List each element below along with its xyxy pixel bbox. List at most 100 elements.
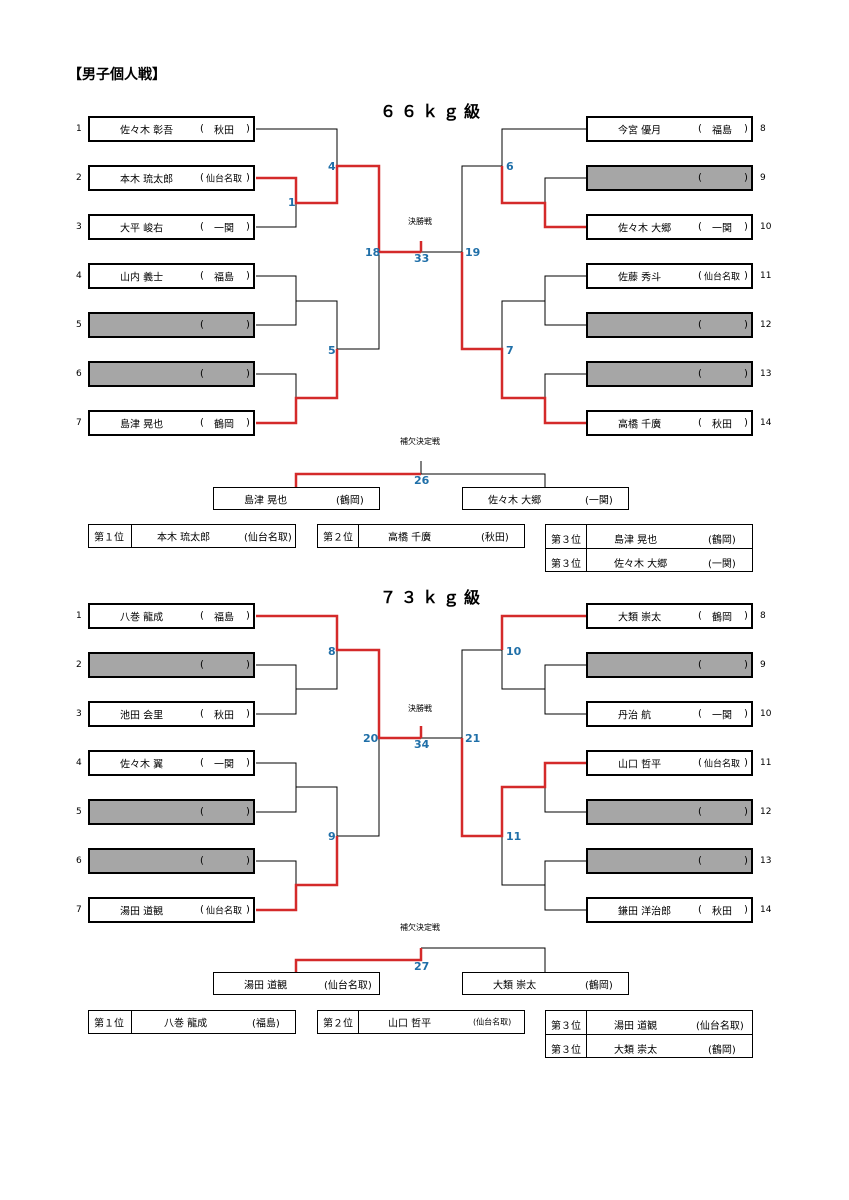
- player-name: 大平 峻右: [120, 223, 164, 235]
- player-entry: (): [586, 361, 753, 387]
- seed-number: 12: [760, 807, 772, 817]
- seed-number: 11: [760, 271, 772, 281]
- final-label: 決勝戦: [408, 704, 432, 713]
- paren-open: (: [200, 368, 204, 380]
- paren-close: ): [246, 806, 250, 818]
- result-place: 第３位: [551, 1045, 581, 1056]
- paren-open: (: [200, 610, 204, 622]
- player-pref: 仙台名取: [206, 174, 243, 185]
- paren-close: ): [246, 708, 250, 720]
- match-number: 4: [328, 160, 336, 173]
- seed-number: 13: [760, 856, 772, 866]
- paren-close: ): [246, 757, 250, 769]
- player-entry: 大平 峻右(一関): [88, 214, 255, 240]
- player-entry: (): [88, 799, 255, 825]
- result-name: 島津 晃也: [614, 535, 658, 546]
- paren-close: ): [744, 659, 748, 671]
- player-entry: 佐藤 秀斗 (仙台名取): [586, 263, 753, 289]
- seed-number: 7: [76, 905, 82, 915]
- paren-open: (: [698, 659, 702, 671]
- player-name: 池田 会里: [120, 710, 164, 722]
- player-entry: (): [586, 799, 753, 825]
- paren-open: (: [698, 221, 702, 233]
- player-pref: 秋田: [712, 419, 732, 431]
- paren-open: (: [698, 417, 702, 429]
- match-number: 7: [506, 344, 514, 357]
- paren-close: ): [744, 221, 748, 233]
- player-pref: (一関): [585, 495, 613, 506]
- player-name: 佐藤 秀斗: [618, 272, 662, 284]
- third-match-entry: 佐々木 大郷 (一関): [462, 487, 629, 510]
- result-pref: (福島): [252, 1018, 280, 1030]
- seed-number: 6: [76, 856, 82, 866]
- paren-close: ): [744, 319, 748, 331]
- result-place: 第３位: [551, 559, 581, 570]
- player-pref: 一関: [214, 223, 234, 235]
- player-entry: (): [586, 312, 753, 338]
- result-place: 第３位: [551, 1021, 581, 1032]
- player-entry: 湯田 道観(仙台名取): [88, 897, 255, 923]
- paren-close: ): [246, 855, 250, 867]
- paren-close: ): [744, 270, 748, 282]
- player-name: 佐々木 翼: [120, 759, 164, 771]
- paren-close: ): [246, 172, 250, 184]
- paren-open: (: [698, 123, 702, 135]
- player-pref: 仙台名取: [704, 759, 741, 770]
- paren-open: (: [200, 855, 204, 867]
- paren-close: ): [744, 368, 748, 380]
- seed-number: 1: [76, 124, 82, 134]
- match-number: 11: [506, 830, 522, 843]
- seed-number: 6: [76, 369, 82, 379]
- paren-open: (: [698, 368, 702, 380]
- player-pref: 秋田: [214, 710, 234, 722]
- result-second: 第２位 山口 哲平 (仙台名取): [317, 1010, 525, 1034]
- match-number: 1: [288, 196, 296, 209]
- player-name: 佐々木 大郷: [618, 223, 672, 235]
- result-pref: (仙台名取): [244, 532, 292, 544]
- paren-open: (: [200, 708, 204, 720]
- player-pref: 鶴岡: [214, 419, 234, 431]
- page-title: 【男子個人戦】: [68, 67, 166, 83]
- paren-open: (: [698, 270, 702, 282]
- player-entry: 高橋 千廣(秋田): [586, 410, 753, 436]
- player-name: 湯田 道観: [120, 906, 164, 918]
- match-number: 6: [506, 160, 514, 173]
- match-number: 20: [363, 732, 379, 745]
- seed-number: 4: [76, 758, 82, 768]
- paren-open: (: [698, 757, 702, 769]
- paren-open: (: [698, 904, 702, 916]
- paren-close: ): [246, 270, 250, 282]
- player-name: 佐々木 大郷: [488, 495, 542, 506]
- player-entry: 佐々木 彰吾(秋田): [88, 116, 255, 142]
- player-entry: (): [586, 165, 753, 191]
- seed-number: 14: [760, 418, 772, 428]
- result-name: 高橋 千廣: [388, 532, 432, 544]
- paren-open: (: [200, 904, 204, 916]
- seed-number: 9: [760, 173, 766, 183]
- result-pref: (仙台名取): [696, 1021, 744, 1032]
- paren-open: (: [200, 319, 204, 331]
- player-name: 山内 義士: [120, 272, 164, 284]
- paren-open: (: [200, 270, 204, 282]
- match-number: 19: [465, 246, 481, 259]
- player-pref: 秋田: [712, 906, 732, 918]
- player-entry: 山口 哲平(仙台名取): [586, 750, 753, 776]
- player-name: 湯田 道観: [244, 980, 288, 991]
- player-pref: 鶴岡: [712, 612, 732, 624]
- third-place-label: 補欠決定戦: [400, 437, 440, 446]
- result-name: 湯田 道観: [614, 1021, 658, 1032]
- third-match-entry: 島津 晃也 (鶴岡): [213, 487, 380, 510]
- result-place: 第２位: [323, 532, 353, 544]
- seed-number: 3: [76, 222, 82, 232]
- result-place: 第３位: [551, 535, 581, 546]
- player-name: 大類 崇太: [618, 612, 662, 624]
- result-first: 第１位 本木 琉太郎 (仙台名取): [88, 524, 296, 548]
- paren-close: ): [246, 417, 250, 429]
- seed-number: 2: [76, 173, 82, 183]
- paren-open: (: [200, 417, 204, 429]
- seed-number: 13: [760, 369, 772, 379]
- player-pref: 仙台名取: [704, 272, 741, 283]
- seed-number: 10: [760, 222, 772, 232]
- paren-close: ): [744, 417, 748, 429]
- result-third: 第３位 島津 晃也 (鶴岡) 第３位 佐々木 大郷 (一関): [545, 524, 753, 572]
